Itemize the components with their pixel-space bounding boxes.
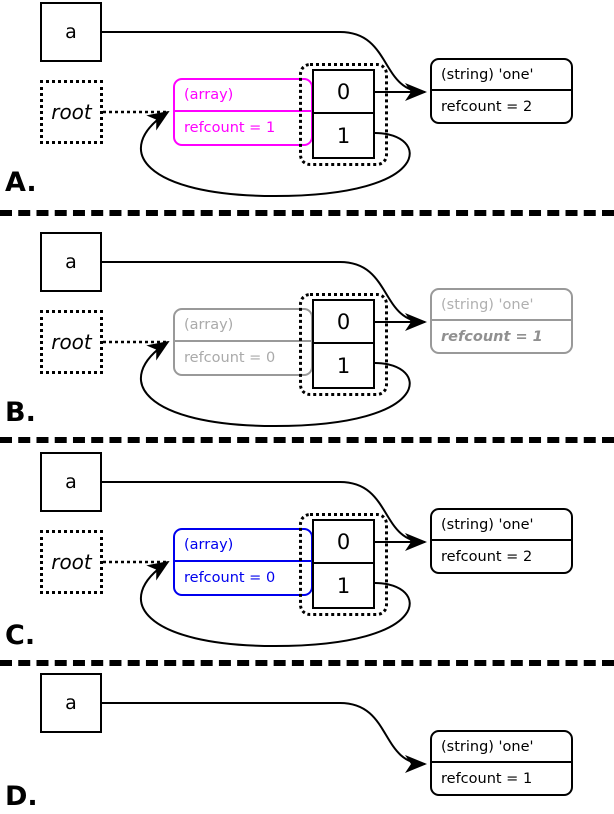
array-cells-wrapper [299,513,388,616]
panel-d: a (string) 'one' refcount = 1 D. [0,668,614,814]
root-box: root [40,530,103,594]
panel-c: a root (array) refcount = 0 0 1 (string)… [0,447,614,662]
panel-separator-1 [0,210,614,216]
array-cell-1: 1 [336,573,351,598]
panel-letter-b: B. [5,397,36,428]
root-box: root [40,310,103,374]
panel-separator-2 [0,437,614,443]
panel-b: a root (array) refcount = 0 0 1 (string)… [0,220,614,440]
panel-letter-c: C. [5,620,36,651]
variable-box-a: a [40,452,102,512]
string-type-label: (string) 'one' [432,510,571,541]
variable-box-a: a [40,2,102,62]
array-type-label: (array) [175,530,311,562]
panel-a: a root (array) refcount = 1 0 1 (string)… [0,0,614,210]
string-refcount-label: refcount = 2 [441,548,533,565]
root-box: root [40,80,103,144]
string-record: (string) 'one' refcount = 1 [430,288,573,354]
array-cells: 0 1 [312,519,375,609]
variable-box-a: a [40,673,102,733]
panel-separator-3 [0,660,614,666]
array-refcount-label: refcount = 0 [184,350,276,366]
array-cell-1: 1 [336,123,351,148]
string-refcount-label: refcount = 1 [441,328,543,345]
array-cells-wrapper [299,293,388,396]
panel-letter-d: D. [5,781,38,812]
variable-box-a: a [40,232,102,292]
array-type-label: (array) [175,80,311,112]
array-record: (array) refcount = 0 [173,308,313,376]
array-cell-0: 0 [314,71,373,114]
array-cells: 0 1 [312,299,375,389]
array-cell-1: 1 [336,353,351,378]
array-record: (array) refcount = 0 [173,528,313,596]
string-record: (string) 'one' refcount = 1 [430,730,573,796]
string-type-label: (string) 'one' [432,60,571,91]
array-cells: 0 1 [312,69,375,159]
array-cell-0: 0 [314,521,373,564]
array-cell-0: 0 [314,301,373,344]
string-refcount-label: refcount = 2 [441,98,533,115]
string-record: (string) 'one' refcount = 2 [430,58,573,124]
panel-letter-a: A. [5,167,37,198]
string-type-label: (string) 'one' [432,732,571,763]
string-type-label: (string) 'one' [432,290,571,321]
array-type-label: (array) [175,310,311,342]
array-refcount-label: refcount = 1 [184,120,276,136]
array-cells-wrapper [299,63,388,166]
string-refcount-label: refcount = 1 [441,770,533,787]
array-record: (array) refcount = 1 [173,78,313,146]
string-record: (string) 'one' refcount = 2 [430,508,573,574]
array-refcount-label: refcount = 0 [184,570,276,586]
